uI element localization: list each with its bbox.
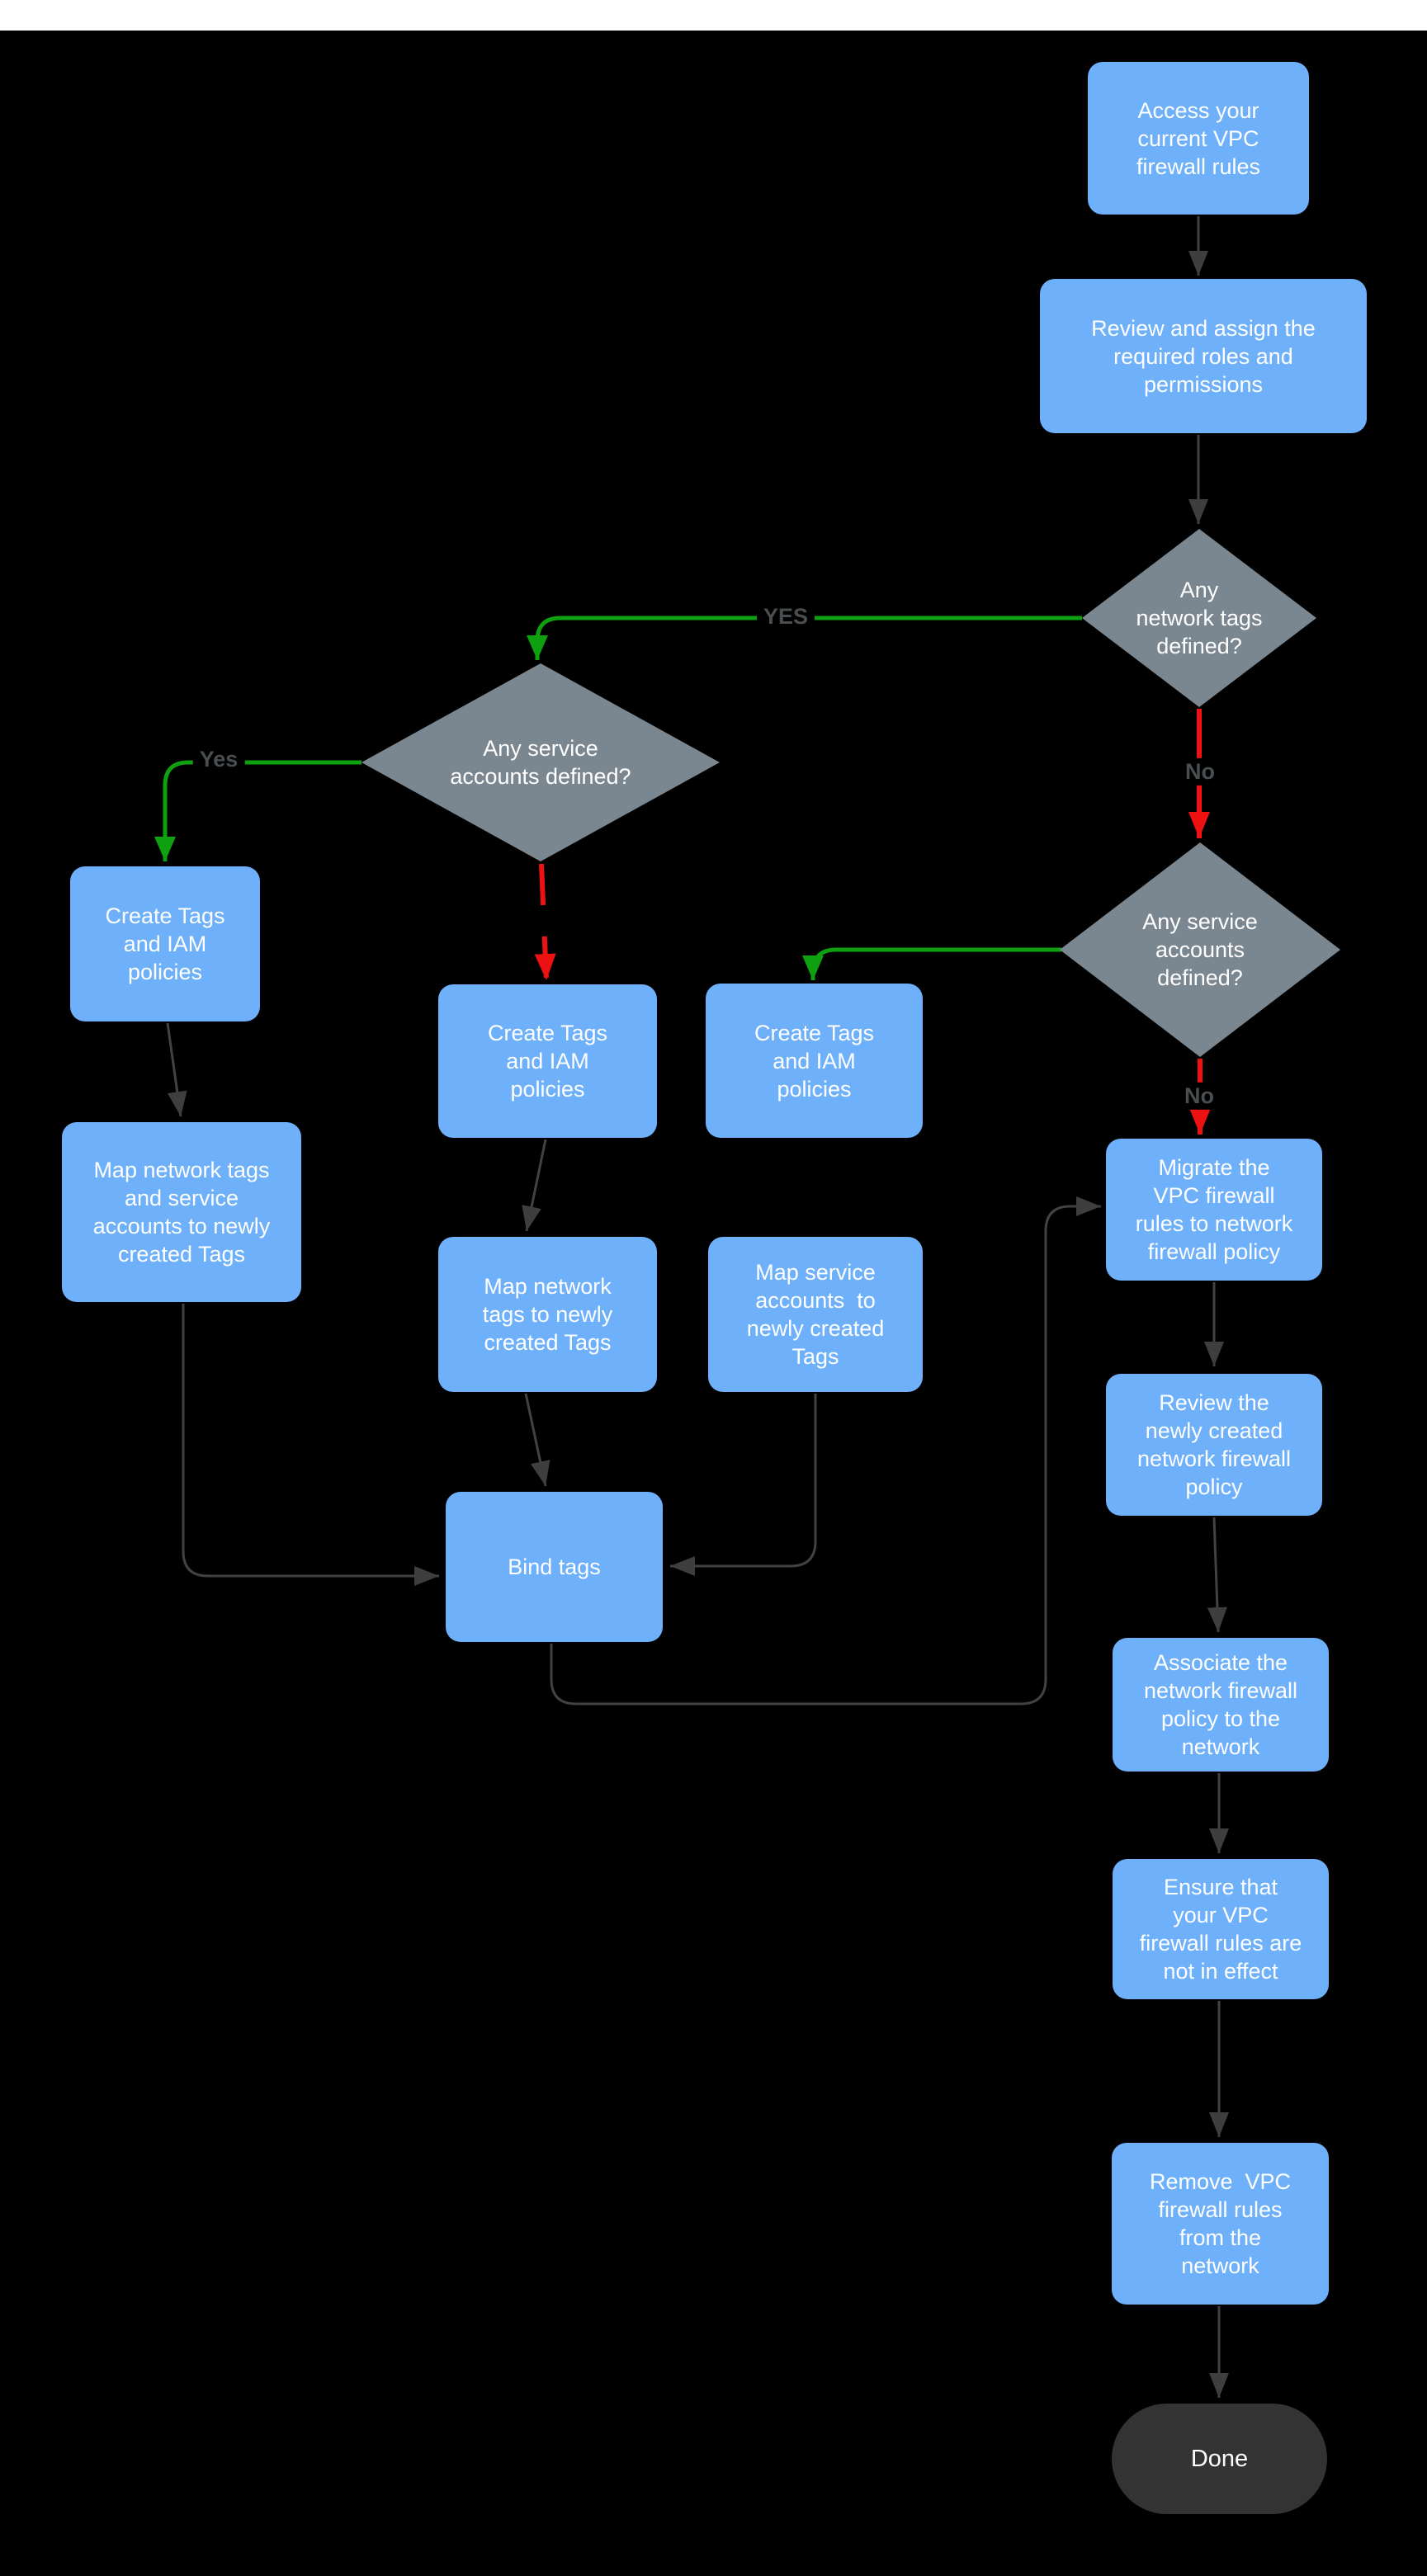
edge-map-service-to-bind [670, 1394, 817, 1576]
node-ensure-rules-not-in-effect: Ensure that your VPC firewall rules are … [1113, 1859, 1329, 1999]
edge-yes-right-diamond-to-create-right [802, 947, 1061, 980]
edge-no-left-diamond-to-create-mid [534, 863, 556, 981]
edge-create-mid-to-map-network [522, 1139, 547, 1232]
node-associate-policy-to-network: Associate the network firewall policy to… [1113, 1638, 1329, 1772]
node-review-roles-permissions: Review and assign the required roles and… [1040, 279, 1367, 433]
edge-review-policy-to-associate [1207, 1517, 1227, 1633]
node-create-tags-iam-left: Create Tags and IAM policies [70, 866, 260, 1021]
node-map-service-accounts: Map service accounts to newly created Ta… [708, 1237, 923, 1392]
node-access-vpc-firewall-rules: Access your current VPC firewall rules [1088, 62, 1309, 215]
node-done-terminal: Done [1112, 2404, 1327, 2514]
edge-yes-left-diamond-to-create-left [154, 760, 361, 861]
node-bind-tags: Bind tags [446, 1492, 663, 1642]
edge-label-no-service-accounts: No [1178, 1082, 1221, 1110]
edge-bind-to-migrate [550, 1196, 1101, 1706]
node-remove-vpc-firewall-rules: Remove VPC firewall rules from the netwo… [1112, 2143, 1329, 2305]
node-create-tags-iam-mid: Create Tags and IAM policies [438, 984, 657, 1138]
node-create-tags-iam-right: Create Tags and IAM policies [706, 984, 923, 1138]
edge-label-no-network-tags: No [1179, 757, 1221, 786]
top-white-bar [0, 0, 1427, 31]
node-map-network-tags-service-accounts: Map network tags and service accounts to… [62, 1122, 301, 1302]
edge-yes-network-tags-to-left-diamond [527, 616, 1082, 660]
edge-label-yes-service-accounts: Yes [192, 745, 245, 773]
node-migrate-vpc-firewall-rules: Migrate the VPC firewall rules to networ… [1106, 1139, 1322, 1281]
node-review-network-firewall-policy: Review the newly created network firewal… [1106, 1374, 1322, 1516]
node-map-network-tags: Map network tags to newly created Tags [438, 1237, 657, 1392]
edge-label-yes-network-tags: YES [756, 602, 815, 630]
edge-create-left-to-map-left [166, 1022, 187, 1117]
edge-map-network-to-bind [524, 1393, 550, 1487]
edge-map-left-to-bind [182, 1304, 439, 1586]
